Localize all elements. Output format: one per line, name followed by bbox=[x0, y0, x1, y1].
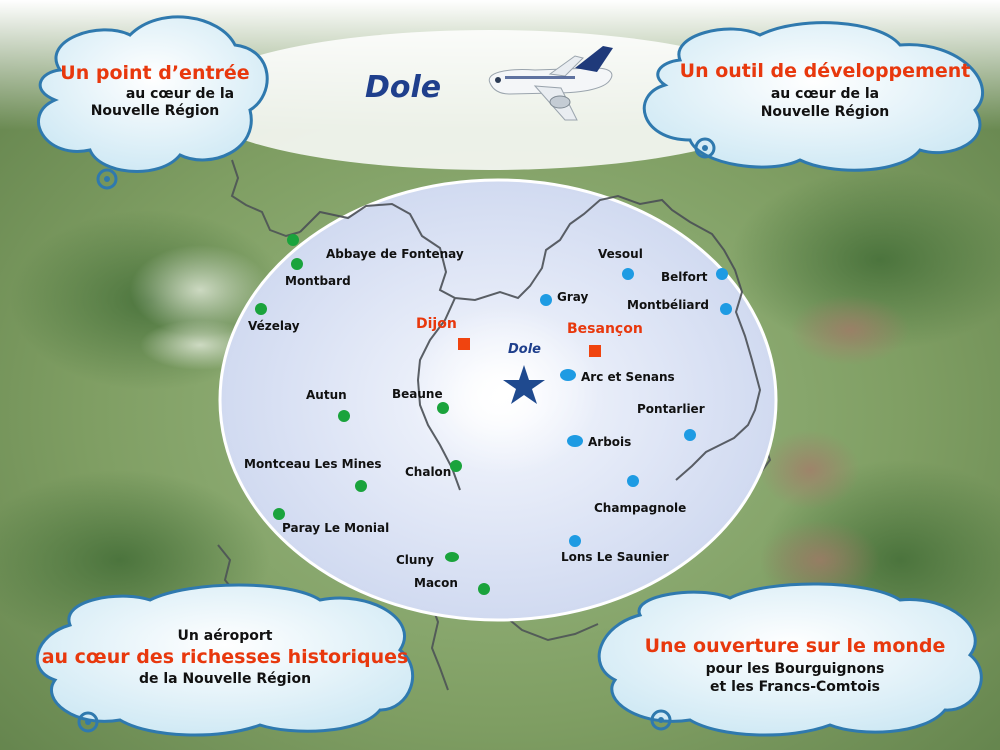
cloud-top-right bbox=[642, 21, 984, 172]
cloud-bottom-right bbox=[597, 582, 983, 737]
cloud-bottom-left-title: au cœur des richesses historiques bbox=[41, 646, 409, 668]
dot-montbeliard bbox=[720, 303, 732, 315]
star-icon bbox=[503, 365, 545, 404]
dot-arc bbox=[560, 369, 576, 381]
cloud-bottom-right-text: Une ouverture sur le monde pour les Bour… bbox=[630, 635, 960, 695]
cloud-top-left-title: Un point d’entrée bbox=[60, 62, 250, 84]
dot-gray bbox=[540, 294, 552, 306]
label-chalon: Chalon bbox=[405, 465, 452, 479]
dot-lons bbox=[569, 535, 581, 547]
cloud-top-right-line2: Nouvelle Région bbox=[760, 104, 890, 120]
label-dijon: Dijon bbox=[416, 316, 457, 332]
label-arbois: Arbois bbox=[588, 435, 632, 449]
cloud-bottom-left-text: Un aéroport au cœur des richesses histor… bbox=[35, 628, 415, 687]
label-pontarlier: Pontarlier bbox=[637, 402, 705, 416]
dot-montbard bbox=[291, 258, 303, 270]
square-dijon bbox=[458, 338, 470, 350]
cloud-top-left-line2: Nouvelle Région bbox=[90, 103, 220, 119]
dot-champagnole bbox=[627, 475, 639, 487]
label-montceau: Montceau Les Mines bbox=[244, 457, 382, 471]
label-besancon: Besançon bbox=[567, 321, 643, 337]
dot-belfort bbox=[716, 268, 728, 280]
cloud-top-left-line1: au cœur de la bbox=[125, 86, 235, 102]
dot-beaune bbox=[437, 402, 449, 414]
label-beaune: Beaune bbox=[392, 387, 443, 401]
dot-paray bbox=[273, 508, 285, 520]
dot-vesoul bbox=[622, 268, 634, 280]
label-autun: Autun bbox=[306, 388, 347, 402]
label-lons-le-saunier: Lons Le Saunier bbox=[561, 550, 669, 564]
dot-macon bbox=[478, 583, 490, 595]
square-besancon bbox=[589, 345, 601, 357]
label-cluny: Cluny bbox=[396, 553, 434, 567]
cloud-top-right-text: Un outil de développement au cœur de la … bbox=[665, 60, 985, 120]
page-title: Dole bbox=[365, 70, 442, 105]
label-champagnole: Champagnole bbox=[594, 501, 687, 515]
dot-vezelay bbox=[255, 303, 267, 315]
cloud-top-left-text: Un point d’entrée au cœur de la Nouvelle… bbox=[40, 62, 270, 119]
dot-montceau bbox=[355, 480, 367, 492]
label-vezelay: Vézelay bbox=[248, 319, 300, 333]
cloud-bottom-right-line1: pour les Bourguignons bbox=[705, 661, 885, 677]
dot-arbois bbox=[567, 435, 583, 447]
dot-autun bbox=[338, 410, 350, 422]
cloud-bottom-left bbox=[35, 583, 415, 737]
label-montbard: Montbard bbox=[285, 274, 351, 288]
label-macon: Macon bbox=[414, 576, 458, 590]
cloud-bottom-right-line2: et les Francs-Comtois bbox=[710, 679, 880, 695]
dot-cluny bbox=[445, 552, 459, 562]
label-fontenay: Abbaye de Fontenay bbox=[326, 247, 464, 261]
cloud-top-left bbox=[37, 15, 269, 190]
label-arc-et-senans: Arc et Senans bbox=[581, 370, 675, 384]
label-gray: Gray bbox=[557, 290, 589, 304]
label-paray: Paray Le Monial bbox=[282, 521, 390, 535]
airplane-icon bbox=[488, 46, 613, 121]
label-belfort: Belfort bbox=[661, 270, 708, 284]
cloud-bottom-right-title: Une ouverture sur le monde bbox=[644, 635, 946, 657]
cloud-bottom-left-line1: Un aéroport bbox=[177, 628, 273, 644]
cloud-top-right-title: Un outil de développement bbox=[679, 60, 971, 82]
label-dole-center: Dole bbox=[508, 342, 541, 357]
label-vesoul: Vesoul bbox=[598, 247, 643, 261]
label-montbeliard: Montbéliard bbox=[627, 298, 710, 312]
cloud-bottom-left-line2: de la Nouvelle Région bbox=[138, 671, 312, 687]
dot-fontenay bbox=[287, 234, 299, 246]
cloud-top-right-line1: au cœur de la bbox=[770, 86, 880, 102]
dot-pontarlier bbox=[684, 429, 696, 441]
dot-chalon bbox=[450, 460, 462, 472]
